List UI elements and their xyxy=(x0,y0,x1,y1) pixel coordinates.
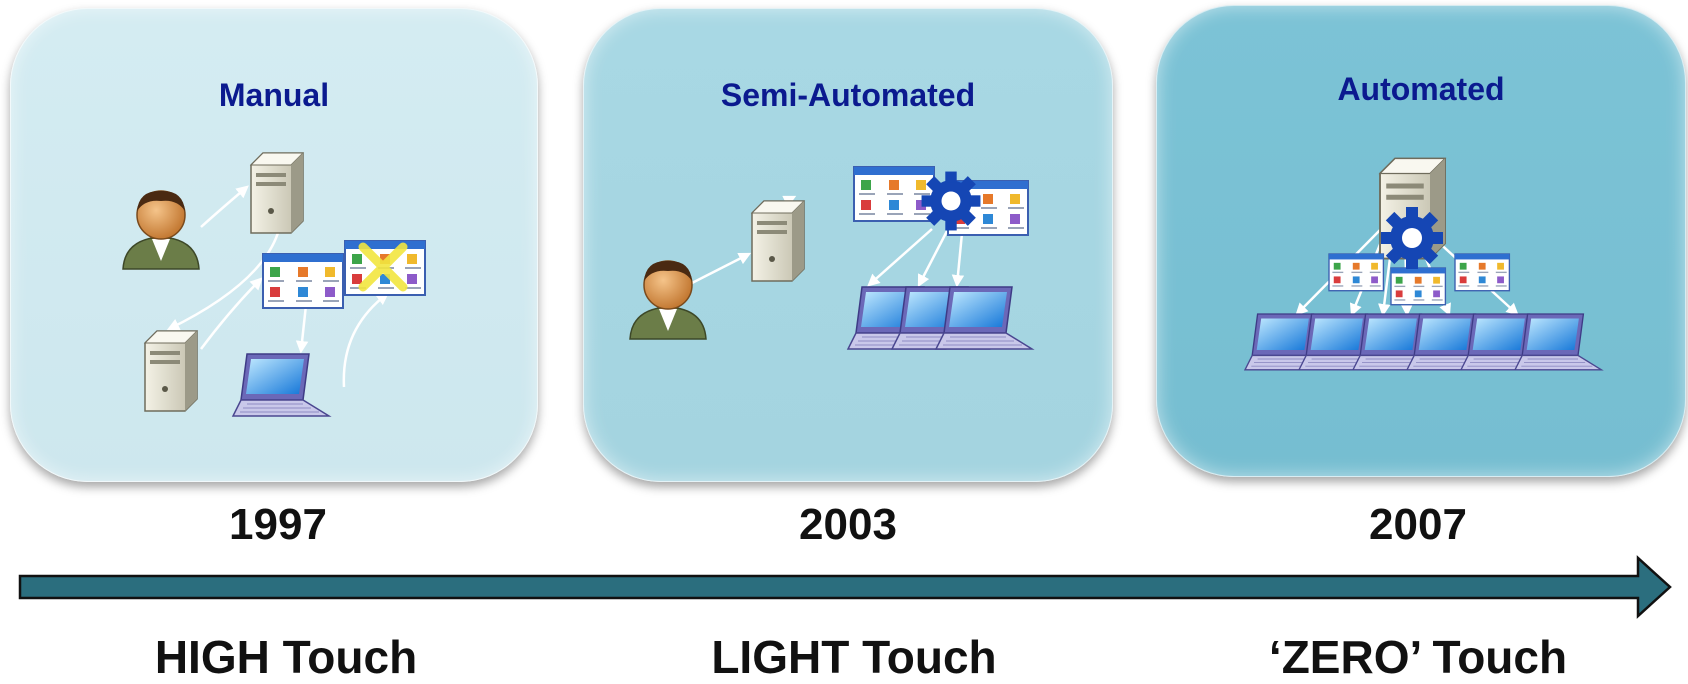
stage-panel-manual: Manual xyxy=(10,8,538,482)
year-label: 1997 xyxy=(229,500,327,549)
user-icon xyxy=(122,190,200,270)
stage-panel-automated: Automated xyxy=(1156,5,1686,477)
laptop-icon xyxy=(232,353,330,417)
year-label: 2007 xyxy=(1369,500,1467,549)
stage-panel-semi-automated: Semi-Automated xyxy=(583,8,1113,482)
user-icon xyxy=(629,260,707,340)
server-icon xyxy=(250,152,304,234)
software-window-icon xyxy=(262,253,344,309)
software-window-icon xyxy=(1454,253,1511,292)
touch-label: HIGH Touch xyxy=(154,631,418,683)
gear-icon xyxy=(1381,207,1443,269)
server-icon xyxy=(144,330,198,412)
software-window-icon xyxy=(1390,267,1447,306)
touch-label: ‘ZERO’ Touch xyxy=(1268,631,1568,683)
server-icon xyxy=(751,200,805,282)
software-window-icon xyxy=(1328,253,1385,292)
gear-icon xyxy=(921,171,981,231)
year-label: 2003 xyxy=(799,500,897,549)
software-window-icon xyxy=(853,166,935,222)
stage-title: Manual xyxy=(218,77,330,113)
timeline-arrow xyxy=(18,555,1672,619)
stage-title: Semi-Automated xyxy=(720,77,976,113)
laptop-icon xyxy=(1514,313,1603,371)
stage-title: Automated xyxy=(1337,71,1505,107)
cross-mark-icon xyxy=(358,242,408,292)
touch-label: LIGHT Touch xyxy=(711,631,997,683)
laptop-icon xyxy=(935,286,1033,350)
